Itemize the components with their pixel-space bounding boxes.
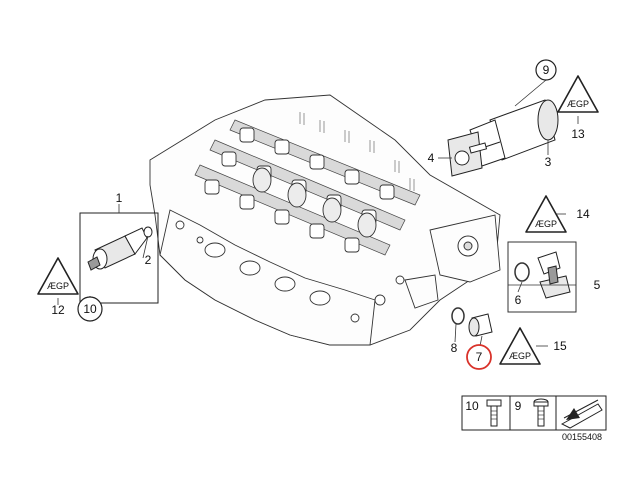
callout-5: 5 — [594, 278, 601, 292]
callout-14: 14 — [576, 207, 590, 221]
fastener-legend: 10 9 00155408 — [461, 395, 607, 442]
callout-13: 13 — [571, 127, 585, 141]
cylinder-head — [149, 94, 501, 346]
callout-labels: 1 2 3 4 5 6 8 12 13 14 15 — [51, 127, 600, 355]
warning-triangle-15: ÆGP — [499, 327, 541, 365]
svg-text:ÆGP: ÆGP — [47, 281, 69, 291]
callout-15: 15 — [553, 339, 567, 353]
warning-triangle-12: ÆGP — [37, 257, 79, 295]
callout-7-highlighted: 7 — [466, 344, 492, 370]
svg-text:10: 10 — [83, 302, 97, 316]
camshaft-sensor — [507, 241, 577, 313]
svg-text:7: 7 — [476, 350, 483, 364]
solenoid-valve-left — [79, 212, 159, 304]
warning-triangle-14: ÆGP — [525, 195, 567, 233]
callout-1: 1 — [116, 191, 123, 205]
legend-label-9: 9 — [515, 399, 522, 413]
plug-and-washer — [451, 307, 493, 337]
svg-text:ÆGP: ÆGP — [509, 351, 531, 361]
eccentric-shaft-motor — [447, 99, 559, 177]
callout-9-circle: 9 — [535, 59, 557, 81]
arrow-icon — [560, 399, 603, 429]
svg-text:ÆGP: ÆGP — [567, 99, 589, 109]
callout-3: 3 — [545, 155, 552, 169]
screw-icon — [533, 398, 549, 427]
diagram-id: 00155408 — [562, 432, 602, 442]
callout-4: 4 — [428, 151, 435, 165]
legend-label-10: 10 — [465, 399, 479, 413]
warning-triangle-13: ÆGP — [557, 75, 599, 113]
callout-6: 6 — [515, 293, 522, 307]
callout-8: 8 — [451, 341, 458, 355]
callout-10-circle: 10 — [77, 296, 103, 322]
svg-text:ÆGP: ÆGP — [535, 219, 557, 229]
callout-2: 2 — [145, 253, 152, 267]
callout-12: 12 — [51, 303, 65, 317]
bolt-icon — [486, 399, 502, 427]
svg-text:9: 9 — [543, 63, 550, 77]
